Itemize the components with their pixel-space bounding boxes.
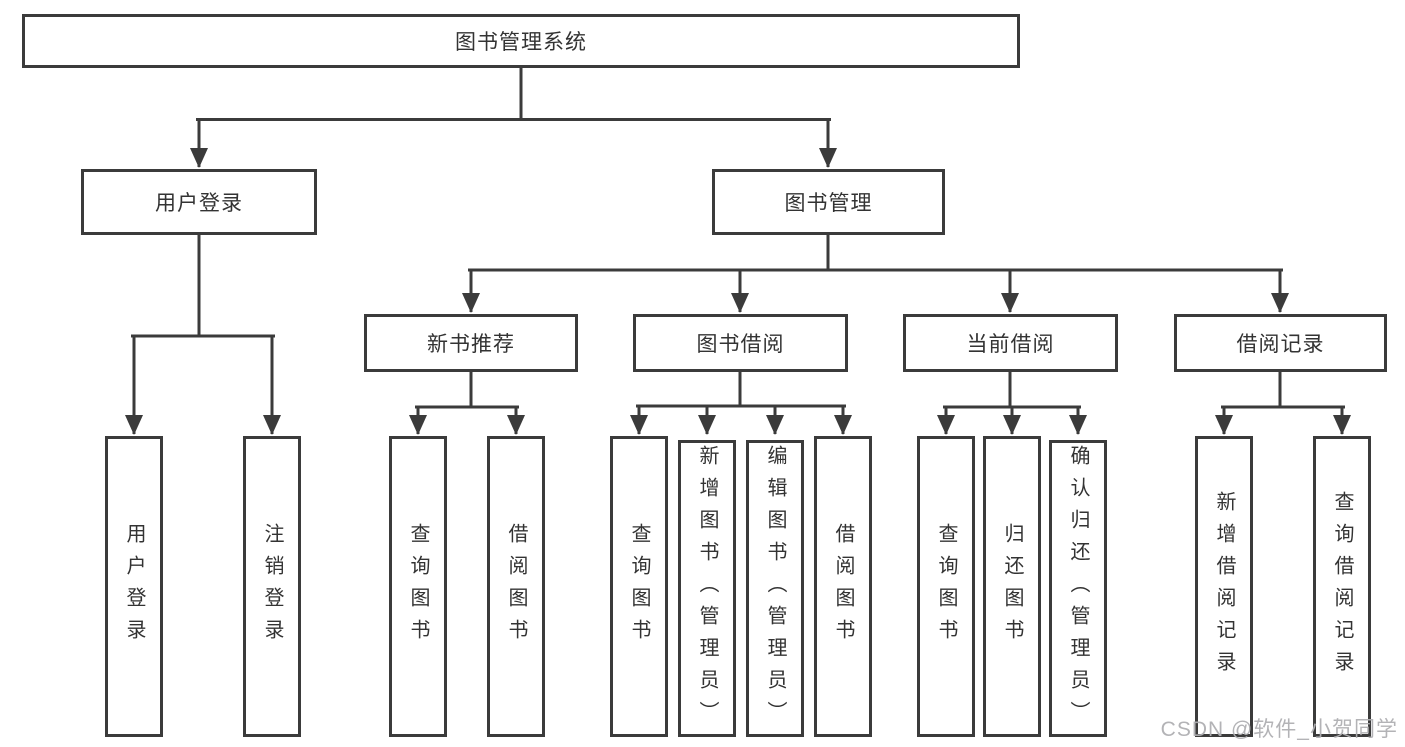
connector-root-to-level2 (190, 68, 837, 168)
leaf-user-login-label: 用户登录 (123, 522, 145, 651)
node-new-books-label: 新书推荐 (427, 333, 515, 356)
leaf-newbooks-borrow: 借阅图书 (487, 436, 545, 737)
node-borrow-records: 借阅记录 (1174, 314, 1387, 372)
leaf-records-add-label: 新增借阅记录 (1213, 490, 1235, 683)
node-current-borrow-label: 当前借阅 (966, 333, 1055, 356)
leaf-user-login: 用户登录 (105, 436, 163, 737)
leaf-records-add: 新增借阅记录 (1195, 436, 1253, 737)
csdn-watermark: CSDN @软件_小贺同学 (1160, 718, 1398, 741)
leaf-current-query-label: 查询图书 (935, 522, 957, 651)
node-book-mgmt-label: 图书管理 (784, 192, 873, 215)
leaf-newbooks-query: 查询图书 (389, 436, 447, 737)
leaf-newbooks-query-label: 查询图书 (407, 522, 429, 651)
connector-book-mgmt-to-level3 (462, 235, 1289, 313)
leaf-borrow-query: 查询图书 (610, 436, 668, 737)
connector-user-login-leaves (125, 235, 281, 435)
leaf-borrow-borrow: 借阅图书 (814, 436, 872, 737)
leaf-current-return: 归还图书 (983, 436, 1041, 737)
node-book-borrow-label: 图书借阅 (696, 333, 785, 356)
leaf-borrow-borrow-label: 借阅图书 (832, 522, 854, 651)
node-user-login: 用户登录 (81, 169, 317, 235)
leaf-borrow-add-label: 新增图书（管理员） (696, 444, 718, 733)
node-root-label: 图书管理系统 (455, 31, 587, 54)
leaf-newbooks-borrow-label: 借阅图书 (505, 522, 527, 651)
leaf-borrow-edit-label: 编辑图书（管理员） (764, 444, 786, 733)
connector-book-borrow-leaves (630, 372, 852, 435)
connector-current-borrow-leaves (937, 372, 1087, 435)
leaf-current-return-label: 归还图书 (1001, 522, 1023, 651)
node-current-borrow: 当前借阅 (903, 314, 1118, 372)
leaf-borrow-edit: 编辑图书（管理员） (746, 440, 804, 737)
node-book-borrow: 图书借阅 (633, 314, 848, 372)
node-new-books: 新书推荐 (364, 314, 578, 372)
node-book-mgmt: 图书管理 (712, 169, 945, 235)
leaf-borrow-query-label: 查询图书 (628, 522, 650, 651)
node-user-login-label: 用户登录 (155, 192, 243, 215)
connector-new-books-leaves (409, 372, 525, 435)
leaf-current-confirm-label: 确认归还（管理员） (1067, 444, 1089, 733)
connector-borrow-records-leaves (1215, 372, 1351, 435)
leaf-borrow-add: 新增图书（管理员） (678, 440, 736, 737)
leaf-logout: 注销登录 (243, 436, 301, 737)
leaf-records-query: 查询借阅记录 (1313, 436, 1371, 737)
leaf-records-query-label: 查询借阅记录 (1331, 490, 1353, 683)
leaf-logout-label: 注销登录 (261, 522, 283, 651)
leaf-current-confirm: 确认归还（管理员） (1049, 440, 1107, 737)
node-root: 图书管理系统 (22, 14, 1020, 68)
node-borrow-records-label: 借阅记录 (1236, 333, 1325, 356)
leaf-current-query: 查询图书 (917, 436, 975, 737)
